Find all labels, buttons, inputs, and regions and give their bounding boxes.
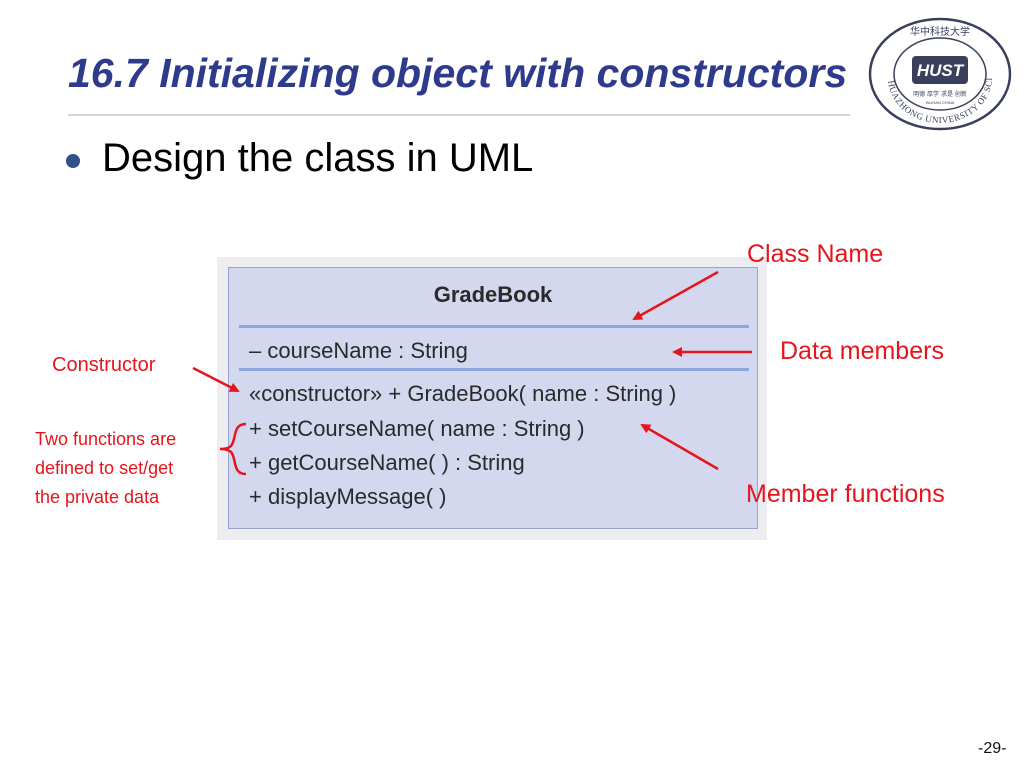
uml-operation-constructor: «constructor» + GradeBook( name : String…: [249, 381, 677, 406]
bullet-dot-icon: [66, 154, 80, 168]
title-underline: [68, 114, 850, 116]
note-line: defined to set/get: [35, 458, 174, 478]
uml-operation-getter: + getCourseName( ) : String: [249, 450, 525, 475]
seal-city-text: WUHAN CHINA: [926, 100, 955, 105]
uml-divider-attributes: [239, 368, 749, 371]
seal-motto-text: 明德 厚学 求是 创新: [913, 90, 967, 98]
note-line: Two functions are: [35, 429, 177, 449]
label-constructor: Constructor: [52, 354, 156, 376]
university-seal-icon: HUAZHONG UNIVERSITY OF SCIENCE AND TECHN…: [866, 16, 1012, 131]
bullet-text: Design the class in UML: [102, 136, 534, 180]
uml-class-box: GradeBook – courseName : String «constru…: [228, 267, 758, 529]
label-class-name: Class Name: [747, 240, 884, 268]
uml-operation-setter: + setCourseName( name : String ): [249, 416, 585, 441]
label-member-functions: Member functions: [746, 480, 945, 508]
seal-badge-text: HUST: [917, 61, 965, 80]
uml-class-name: GradeBook: [433, 282, 553, 307]
seal-top-text: 华中科技大学: [910, 25, 970, 38]
uml-attribute: – courseName : String: [249, 338, 468, 363]
uml-divider-name: [239, 325, 749, 328]
uml-operation-display: + displayMessage( ): [249, 484, 447, 509]
label-data-members: Data members: [780, 337, 944, 365]
setter-getter-note: Two functions are defined to set/get the…: [35, 425, 225, 512]
note-line: the private data: [35, 487, 160, 507]
page-number: -29-: [978, 740, 1007, 757]
slide-title: 16.7 Initializing object with constructo…: [68, 50, 848, 96]
